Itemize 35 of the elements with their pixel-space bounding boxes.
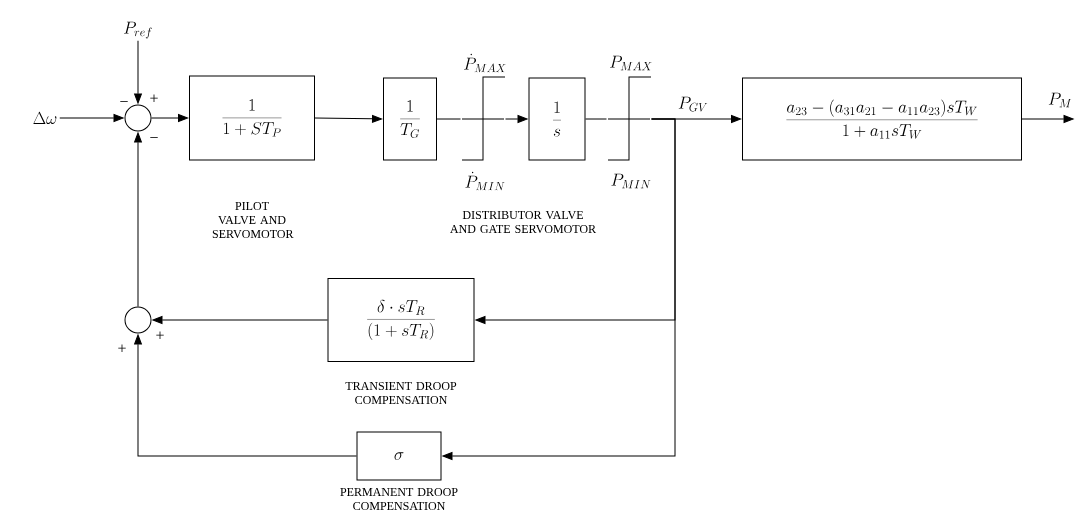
summing-junction — [124, 104, 152, 132]
signal-label: $P_{ref}$ — [124, 21, 152, 39]
transfer-block: $\frac{1}{s}$ — [528, 77, 586, 161]
signal-label: $P_M$ — [1048, 92, 1072, 108]
limit-label: $\dot{P}_{MIN}$ — [465, 171, 505, 191]
sign-label: + — [118, 344, 126, 352]
arrow — [314, 114, 383, 123]
edge-label: $P_{GV}$ — [676, 95, 710, 113]
arrow — [442, 118, 676, 460]
transfer-block: $\frac{1}{1+ST_P}$ — [189, 75, 315, 161]
transfer-block: $\frac{\delta\cdot sT_R}{(1+sT_R)}$ — [327, 278, 475, 362]
arrow — [59, 114, 124, 122]
limit-label: $\dot{P}_{MAX}$ — [464, 53, 506, 73]
block-caption: TRANSIENT DROOP COMPENSATION — [345, 381, 457, 405]
limit-label: $P_{MAX}$ — [610, 55, 652, 71]
block-caption: DISTRIBUTOR VALVE AND GATE SERVOMOTOR — [450, 210, 597, 234]
sign-label: − — [120, 101, 128, 102]
summing-junction — [124, 306, 152, 334]
arrow — [151, 114, 189, 122]
sign-label: + — [150, 94, 158, 102]
sign-label: − — [150, 137, 158, 138]
arrow — [1021, 115, 1074, 123]
transfer-block: $\frac{a_{23}-(a_{31}a_{21}-a_{11}a_{23})sT_W}{1+a_{11}sT_W}$ — [742, 77, 1022, 161]
arrow — [134, 40, 142, 104]
signal-label: $\Delta\omega$ — [33, 111, 57, 125]
arrow — [134, 132, 142, 307]
arrow — [152, 316, 328, 324]
arrow — [505, 115, 528, 123]
block-caption: PILOT VALVE AND SERVOMOTOR — [212, 201, 294, 239]
limit-label: $P_{MIN}$ — [611, 173, 651, 189]
sign-label: + — [156, 331, 164, 339]
block-caption: PERMANENT DROOP COMPENSATION — [340, 487, 458, 511]
transfer-block: $\frac{1}{T_G}$ — [383, 77, 437, 161]
transfer-block: $\sigma$ — [356, 431, 442, 481]
arrow — [134, 334, 357, 457]
